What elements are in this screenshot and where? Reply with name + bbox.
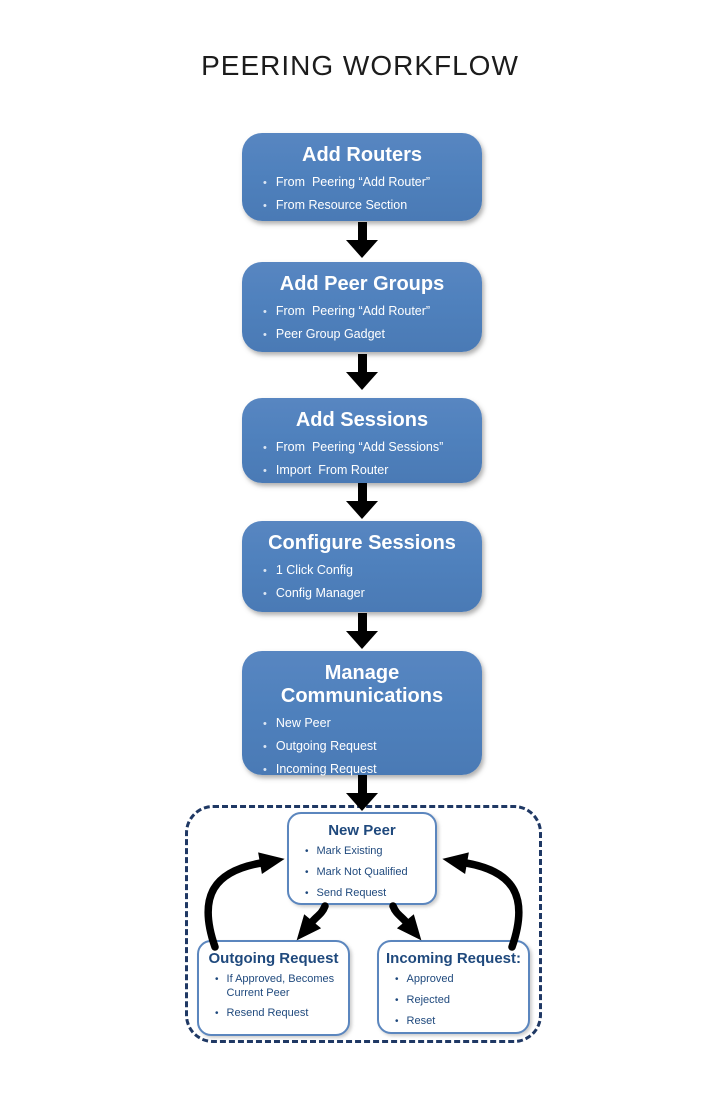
bullet-item: • If Approved, Becomes Current Peer bbox=[215, 973, 342, 1000]
bullet-item: • From Peering “Add Router” bbox=[263, 175, 472, 191]
bullet-icon: • bbox=[263, 442, 267, 454]
bullet-icon: • bbox=[305, 867, 309, 878]
flow-arrow-down-3 bbox=[346, 483, 378, 519]
bullet-icon: • bbox=[263, 329, 267, 341]
arrow-stem bbox=[357, 775, 367, 793]
bullet-icon: • bbox=[263, 741, 267, 753]
step-title: Manage Communications bbox=[280, 662, 444, 707]
bullet-item: • Mark Not Qualified bbox=[305, 866, 429, 880]
step-bullet-list: • 1 Click Config • Config Manager bbox=[242, 563, 482, 602]
page-title: PEERING WORKFLOW bbox=[201, 50, 519, 81]
bullet-text: From Peering “Add Router” bbox=[275, 304, 431, 318]
bullet-icon: • bbox=[263, 764, 267, 776]
bullet-icon: • bbox=[263, 565, 267, 577]
mini-box-new-peer: New Peer • Mark Existing • Mark Not Qualif… bbox=[287, 812, 437, 905]
flow-arrow-down-5 bbox=[346, 775, 378, 811]
bullet-icon: • bbox=[215, 974, 219, 985]
step-title: Add Sessions bbox=[295, 409, 429, 431]
bullet-item: • 1 Click Config bbox=[263, 563, 472, 579]
bullet-text: New Peer bbox=[275, 716, 331, 730]
bullet-icon: • bbox=[215, 1008, 219, 1019]
mini-box-title: Outgoing Request bbox=[208, 950, 339, 967]
bullet-item: • Send Request bbox=[305, 887, 429, 901]
step-box-manage-communications: Manage Communications • New Peer • Outgoin… bbox=[242, 651, 482, 778]
bullet-item: • Incoming Request bbox=[263, 762, 472, 778]
bullet-text: Reset bbox=[406, 1015, 436, 1027]
bullet-text: If Approved, Becomes Current Peer bbox=[226, 973, 338, 999]
mini-bullet-list: • Approved • Rejected • Reset bbox=[379, 973, 528, 1029]
mini-bullet-list: • Mark Existing • Mark Not Qualified • Send… bbox=[289, 845, 435, 901]
bullet-icon: • bbox=[305, 846, 309, 857]
bullet-icon: • bbox=[263, 306, 267, 318]
bullet-icon: • bbox=[263, 177, 267, 189]
step-bullet-list: • From Peering “Add Sessions” • Import Fro… bbox=[242, 440, 482, 479]
bullet-text: Rejected bbox=[406, 994, 450, 1006]
bullet-item: • Peer Group Gadget bbox=[263, 327, 472, 343]
bullet-item: • Mark Existing bbox=[305, 845, 429, 859]
bullet-icon: • bbox=[305, 888, 309, 899]
bullet-item: • Import From Router bbox=[263, 463, 472, 479]
arrow-stem bbox=[357, 222, 367, 240]
arrow-head-icon bbox=[346, 631, 378, 649]
arrow-stem bbox=[357, 354, 367, 372]
bullet-text: Outgoing Request bbox=[275, 739, 377, 753]
mini-box-title: Incoming Request: bbox=[385, 950, 521, 967]
bullet-text: Config Manager bbox=[275, 586, 365, 600]
step-box-add-sessions: Add Sessions • From Peering “Add Sessions… bbox=[242, 398, 482, 483]
mini-box-title: New Peer bbox=[328, 822, 396, 839]
bullet-icon: • bbox=[395, 974, 399, 985]
bullet-text: Import From Router bbox=[275, 463, 389, 477]
step-box-configure-sessions: Configure Sessions • 1 Click Config • Conf… bbox=[242, 521, 482, 612]
bullet-icon: • bbox=[263, 465, 267, 477]
step-bullet-list: • New Peer • Outgoing Request • Incoming Re… bbox=[242, 716, 482, 778]
step-title: Add Peer Groups bbox=[279, 273, 445, 295]
flow-arrow-down-4 bbox=[346, 613, 378, 649]
bullet-icon: • bbox=[395, 1016, 399, 1027]
bullet-icon: • bbox=[263, 718, 267, 730]
step-title: Configure Sessions bbox=[268, 532, 456, 554]
step-box-add-routers: Add Routers • From Peering “Add Router” •… bbox=[242, 133, 482, 221]
bullet-item: • From Resource Section bbox=[263, 198, 472, 214]
bullet-item: • From Peering “Add Sessions” bbox=[263, 440, 472, 456]
step-bullet-list: • From Peering “Add Router” • From Resourc… bbox=[242, 175, 482, 214]
bullet-text: From Peering “Add Sessions” bbox=[275, 440, 444, 454]
bullet-item: • New Peer bbox=[263, 716, 472, 732]
bullet-text: Mark Not Qualified bbox=[316, 866, 408, 878]
mini-bullet-list: • If Approved, Becomes Current Peer • Rese… bbox=[199, 973, 348, 1021]
bullet-item: • Config Manager bbox=[263, 586, 472, 602]
bullet-item: • Rejected bbox=[395, 994, 522, 1008]
arrow-head-icon bbox=[346, 240, 378, 258]
bullet-item: • Resend Request bbox=[215, 1007, 342, 1021]
bullet-icon: • bbox=[263, 200, 267, 212]
bullet-text: From Resource Section bbox=[275, 198, 408, 212]
step-bullet-list: • From Peering “Add Router” • Peer Group G… bbox=[242, 304, 482, 343]
bullet-text: From Peering “Add Router” bbox=[275, 175, 431, 189]
arrow-head-icon bbox=[346, 372, 378, 390]
flow-arrow-down-2 bbox=[346, 354, 378, 390]
bullet-text: Approved bbox=[406, 973, 454, 985]
step-box-add-peer-groups: Add Peer Groups • From Peering “Add Route… bbox=[242, 262, 482, 352]
arrow-stem bbox=[357, 613, 367, 631]
bullet-text: Send Request bbox=[316, 887, 387, 899]
arrow-head-icon bbox=[346, 501, 378, 519]
step-title: Add Routers bbox=[302, 144, 422, 166]
bullet-icon: • bbox=[263, 588, 267, 600]
bullet-item: • From Peering “Add Router” bbox=[263, 304, 472, 320]
bullet-item: • Reset bbox=[395, 1015, 522, 1029]
mini-box-incoming-request: Incoming Request: • Approved • Rejected • R… bbox=[377, 940, 530, 1034]
arrow-stem bbox=[357, 483, 367, 501]
bullet-item: • Approved bbox=[395, 973, 522, 987]
bullet-text: 1 Click Config bbox=[275, 563, 353, 577]
bullet-item: • Outgoing Request bbox=[263, 739, 472, 755]
bullet-text: Mark Existing bbox=[316, 845, 383, 857]
flow-arrow-down-1 bbox=[346, 222, 378, 258]
mini-box-outgoing-request: Outgoing Request • If Approved, Becomes C… bbox=[197, 940, 350, 1036]
bullet-text: Incoming Request bbox=[275, 762, 377, 776]
bullet-text: Resend Request bbox=[226, 1007, 309, 1019]
bullet-icon: • bbox=[395, 995, 399, 1006]
arrow-head-icon bbox=[346, 793, 378, 811]
bullet-text: Peer Group Gadget bbox=[275, 327, 385, 341]
